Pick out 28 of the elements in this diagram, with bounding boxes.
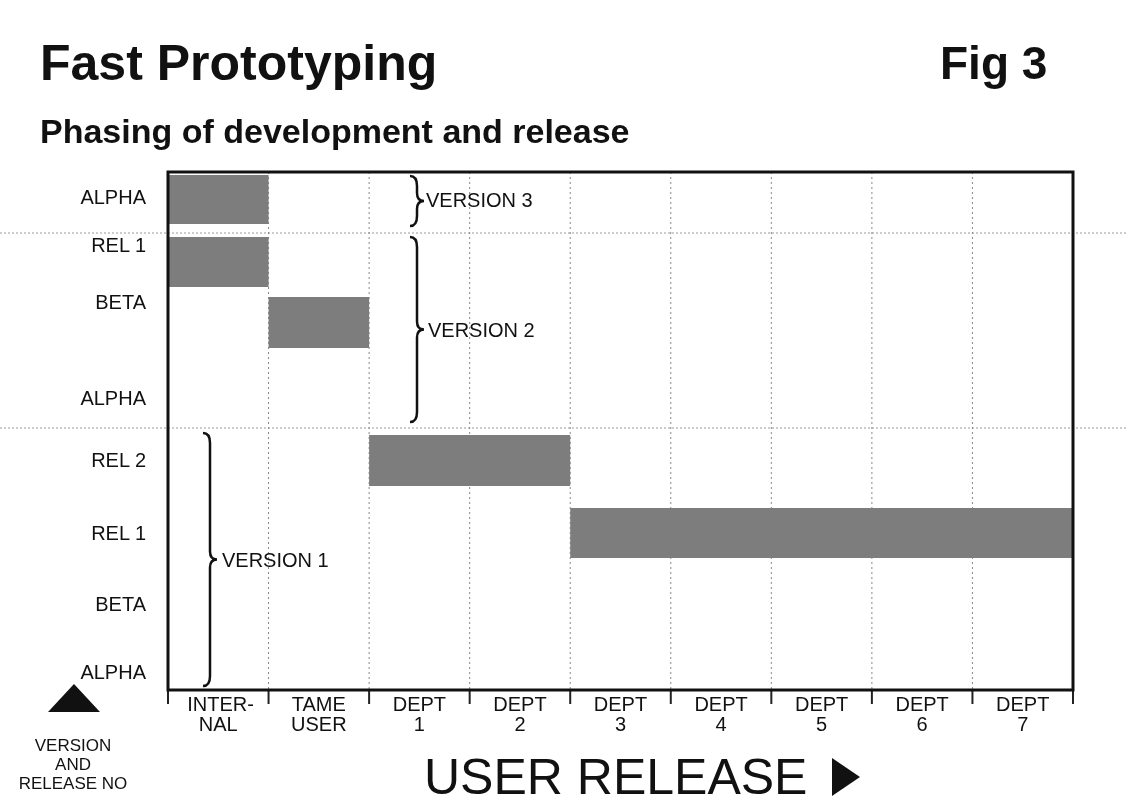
gantt-bar <box>570 508 1073 558</box>
column-label: DEPT 7 <box>995 694 1051 734</box>
column-label: DEPT 2 <box>492 694 548 734</box>
row-label: REL 1 <box>90 523 146 543</box>
column-label: DEPT 5 <box>793 694 850 734</box>
column-label: DEPT 6 <box>894 694 950 734</box>
row-label: REL 1 <box>90 235 146 255</box>
gantt-bar <box>268 297 370 348</box>
row-label: BETA <box>94 594 146 614</box>
column-label: DEPT 1 <box>391 694 448 734</box>
column-label: TAME USER <box>290 694 348 734</box>
row-label: REL 2 <box>90 450 146 470</box>
version-label: VERSION 3 <box>426 190 533 210</box>
gantt-bar <box>369 435 571 486</box>
row-label: ALPHA <box>79 662 146 682</box>
gantt-bar <box>168 175 269 224</box>
row-label: ALPHA <box>79 388 146 408</box>
column-label: DEPT 3 <box>592 694 649 734</box>
axis-label: VERSION AND RELEASE NO <box>18 736 128 793</box>
column-label: DEPT 4 <box>693 694 749 734</box>
row-label: ALPHA <box>79 187 146 207</box>
subtitle: Phasing of development and release <box>40 114 630 148</box>
axis-title: USER RELEASE <box>424 752 808 802</box>
row-label: BETA <box>94 292 146 312</box>
version-label: VERSION 2 <box>428 320 535 340</box>
version-label: VERSION 1 <box>222 550 329 570</box>
gantt-bar <box>168 237 269 287</box>
title: Fast Prototyping <box>40 38 438 88</box>
